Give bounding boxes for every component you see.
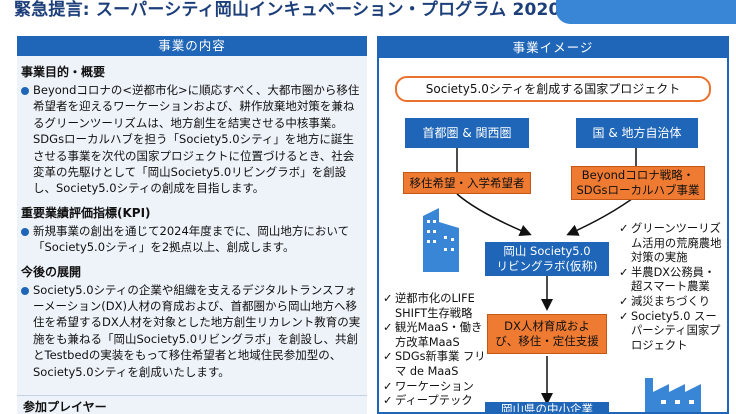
metro-area-label: 首都圏 & 関西圏 (422, 126, 512, 140)
beyond-corona-box: Beyondコロナ戦略・ SDGsローカルハブ事業 (571, 166, 705, 200)
national-project-box: Society5.0シティを創成する国家プロジェクト (395, 76, 711, 102)
check-icon: ✓ (619, 309, 629, 323)
list-item: ✓減災まちづくり (619, 294, 711, 308)
sme-label: 岡山県の中小企業 (501, 402, 593, 414)
check-icon: ✓ (383, 292, 393, 305)
future-heading: 今後の展開 (21, 264, 82, 279)
dx-training-box: DX人材育成およ び、移住・定住支援 (487, 314, 607, 354)
check-icon: ✓ (619, 222, 629, 235)
bullet-icon (21, 227, 29, 236)
purpose-text: Beyondコロナの<逆都市化>に順応すべく、大都市圏から移住希望者を迎えるワー… (33, 83, 360, 196)
check-icon: ✓ (619, 294, 629, 308)
business-content-header: 事業の内容 (17, 36, 367, 56)
government-box: 国 & 地方自治体 (576, 118, 698, 148)
living-lab-line2: リビングラボ(仮称) (496, 259, 598, 273)
list-item: ✓ワーケーション (383, 379, 474, 393)
check-icon: ✓ (383, 350, 393, 364)
future-text-item: Society5.0シティの企業や組織を支えるデジタルトランスフォーメーション(… (21, 282, 361, 380)
migrants-label: 移住希望・入学希望者 (409, 176, 525, 190)
list-item: ✓半農DX公務員・超スマート農業 (619, 265, 716, 294)
left-initiative-list: ✓逆都市化のLIFE SHIFT生存戦略 ✓観光MaaS・働き方改革MaaS ✓… (383, 292, 489, 409)
building-icon (423, 208, 459, 272)
government-label: 国 & 地方自治体 (592, 126, 682, 140)
living-lab-box: 岡山 Society5.0 リビングラボ(仮称) (485, 242, 609, 276)
list-item: ✓SDGs新事業 フリマ de MaaS (383, 350, 486, 378)
business-image-header: 事業イメージ (379, 38, 727, 58)
factory-icon (645, 378, 701, 412)
player-heading: 参加プレイヤー (23, 400, 107, 414)
metro-area-box: 首都圏 & 関西圏 (405, 118, 529, 148)
kpi-text-item: 新規事業の創出を通じて2024年度までに、岡山地方において「Society5.0… (21, 223, 361, 256)
kpi-text: 新規事業の創出を通じて2024年度までに、岡山地方において「Society5.0… (33, 223, 350, 255)
list-item: ✓グリーンツーリズム活用の荒廃農地対策の実施 (619, 222, 722, 265)
dx-training-line1: DX人材育成およ (504, 319, 590, 333)
list-item: ✓Society5.0 スーパーシティ国家プロジェクト (619, 309, 721, 352)
check-icon: ✓ (383, 379, 393, 393)
beyond-corona-line2: SDGsローカルハブ事業 (576, 183, 700, 197)
business-image-panel: 事業イメージ Society5.0シティを創成する国家プロジェクト 首都圏 & … (377, 36, 729, 414)
future-text: Society5.0シティの企業や組織を支えるデジタルトランスフォーメーション(… (33, 282, 361, 379)
check-icon: ✓ (383, 394, 393, 408)
list-item: ✓観光MaaS・働き方改革MaaS (383, 321, 483, 349)
bullet-icon (21, 286, 29, 295)
business-content-panel: 事業の内容 事業目的・概要 Beyondコロナの<逆都市化>に順応すべく、大都市… (17, 36, 367, 414)
purpose-heading: 事業目的・概要 (21, 65, 106, 79)
bullet-icon (21, 87, 29, 95)
check-icon: ✓ (383, 321, 393, 335)
migrants-box: 移住希望・入学希望者 (403, 172, 531, 194)
corner-decoration (556, 0, 736, 24)
page-title: 緊急提言: スーパーシティ岡山インキュベーション・プログラム 2020 (14, 0, 561, 20)
list-item: ✓逆都市化のLIFE SHIFT生存戦略 (383, 292, 475, 320)
right-initiative-list: ✓グリーンツーリズム活用の荒廃農地対策の実施 ✓半農DX公務員・超スマート農業 … (619, 222, 723, 353)
living-lab-line1: 岡山 Society5.0 (503, 244, 591, 258)
national-project-label: Society5.0シティを創成する国家プロジェクト (425, 82, 681, 96)
list-item: ✓ディープテック (383, 394, 473, 408)
dx-training-line2: び、移住・定住支援 (495, 334, 599, 348)
beyond-corona-line1: Beyondコロナ戦略・ (581, 168, 695, 182)
sme-box: 岡山県の中小企業 (485, 402, 609, 414)
player-section: 参加プレイヤー (17, 395, 367, 414)
purpose-text-item: Beyondコロナの<逆都市化>に順応すべく、大都市圏から移住希望者を迎えるワー… (21, 82, 361, 197)
check-icon: ✓ (619, 265, 629, 279)
kpi-heading: 重要業績評価指標(KPI) (21, 205, 151, 220)
